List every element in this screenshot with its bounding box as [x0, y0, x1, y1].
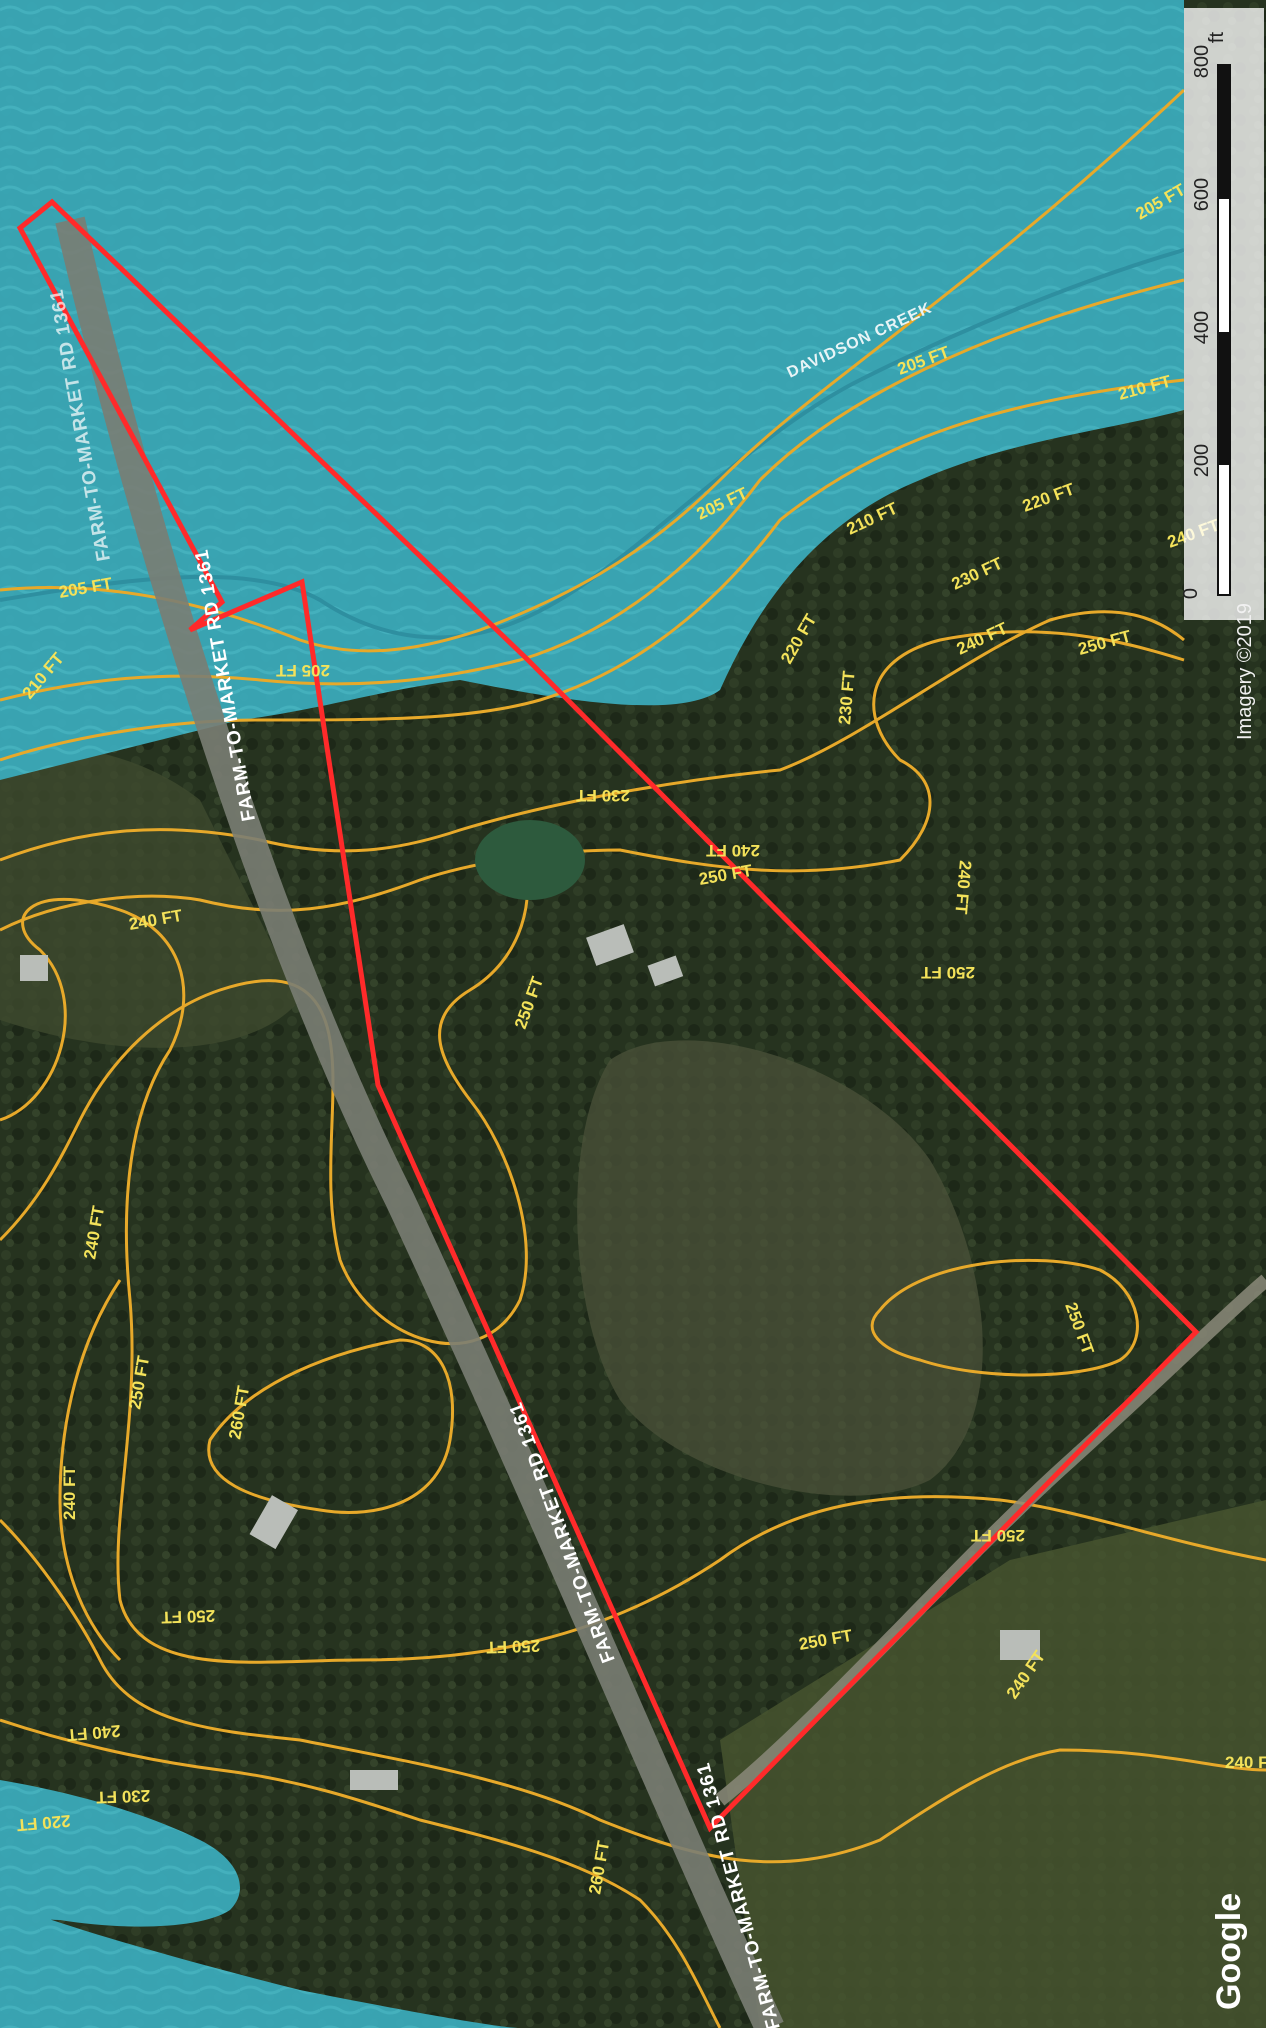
contour-label: 250 FT — [921, 963, 975, 982]
contour-label: 240 FT — [65, 1721, 121, 1745]
scale-tick-label: 200 — [1191, 443, 1214, 478]
scale-tick-label: 400 — [1191, 310, 1214, 345]
field-west — [0, 747, 300, 1048]
contour-lines — [0, 88, 1266, 2028]
contour-label: 230 FT — [576, 786, 630, 805]
contour-label: 250 FT — [971, 1526, 1025, 1545]
parcel-outline[interactable] — [16, 198, 1200, 1833]
contour-label: 205 FT — [276, 661, 330, 680]
contour-label: 240 FT — [706, 841, 760, 860]
contour-label: 230 FT — [835, 669, 859, 725]
pond — [475, 820, 585, 900]
contour-label: 230 FT — [95, 1786, 150, 1807]
field — [720, 1500, 1266, 2028]
scale-units: ft — [1206, 31, 1229, 44]
contour-label: 240 FT — [1225, 1753, 1266, 1772]
contour-label: 220 FT — [15, 1811, 71, 1835]
road-fm-1361 — [55, 216, 784, 2028]
scale-bar — [1217, 64, 1231, 596]
contour-label: 250 FT — [160, 1606, 215, 1627]
floodplain-south — [0, 1780, 520, 2028]
scale-tick-label: 0 — [1180, 587, 1203, 600]
contour-label: 240 FT — [951, 860, 975, 916]
contour-label: 250 FT — [485, 1636, 540, 1657]
clearing — [577, 1040, 983, 1496]
imagery-credit: Imagery ©2019 — [1234, 602, 1256, 740]
davidson-creek — [0, 248, 1185, 640]
scale-tick-label: 800 — [1191, 44, 1214, 79]
contour-label: 240 FT — [60, 1466, 79, 1520]
buildings — [20, 924, 1040, 1790]
scale-tick-label: 600 — [1191, 177, 1214, 212]
google-logo: Google — [1210, 1892, 1248, 2010]
